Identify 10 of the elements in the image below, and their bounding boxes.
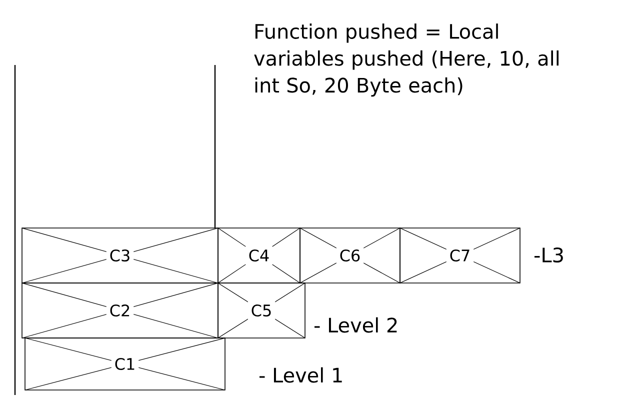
crossed-out-box: C7 — [400, 228, 520, 284]
crossed-out-box: C6 — [300, 228, 400, 284]
crossed-out-box: C3 — [22, 228, 218, 284]
crossed-out-box: C5 — [218, 282, 306, 338]
crossed-out-box: C1 — [24, 338, 226, 390]
crossed-out-box: C4 — [218, 228, 300, 284]
level-label: - Level 2 — [314, 317, 397, 333]
level-label: - Level 1 — [260, 367, 342, 383]
crossed-out-box: C2 — [22, 282, 218, 338]
note: Function pushed = Local variables pushed (Here, 10, all int So, 20 Byte each) — [254, 24, 559, 97]
